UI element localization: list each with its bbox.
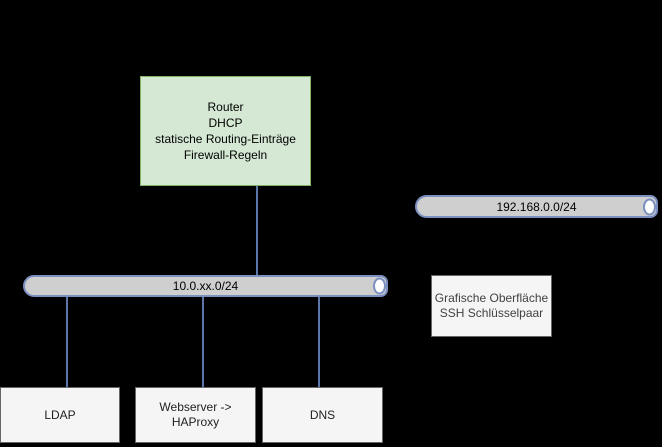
ldap-node: LDAP (0, 387, 120, 443)
connector-net10-to-webserver (202, 297, 204, 387)
router-node: Router DHCP statische Routing-Einträge F… (140, 76, 311, 186)
network-bus-192-label: 192.168.0.0/24 (496, 199, 577, 214)
connector-net10-to-ldap (66, 297, 68, 387)
dns-node: DNS (262, 387, 383, 443)
network-bus-192: 192.168.0.0/24 (415, 195, 658, 218)
webserver-node: Webserver -> HAProxy (135, 387, 256, 443)
webserver-node-line: HAProxy (171, 415, 220, 429)
gui-ssh-note-box: Grafische Oberfläche SSH Schlüsselpaar (431, 275, 552, 337)
network-bus-10: 10.0.xx.0/24 (23, 275, 388, 297)
gui-ssh-note-line: SSH Schlüsselpaar (439, 306, 544, 320)
ldap-node-label: LDAP (44, 407, 76, 422)
router-label-line: DHCP (208, 116, 243, 130)
router-label-line: statische Routing-Einträge (155, 132, 296, 146)
webserver-node-line: Webserver -> (159, 400, 232, 414)
router-label-line: Firewall-Regeln (183, 148, 268, 162)
connector-net10-to-dns (318, 297, 320, 387)
bus-endcap-icon (643, 198, 656, 215)
router-label-line: Router (207, 100, 244, 114)
connector-router-to-net10 (256, 186, 258, 275)
bus-endcap-icon (373, 277, 386, 295)
gui-ssh-note-line: Grafische Oberfläche (434, 291, 549, 305)
dns-node-label: DNS (309, 407, 336, 422)
network-bus-10-label: 10.0.xx.0/24 (172, 279, 239, 293)
